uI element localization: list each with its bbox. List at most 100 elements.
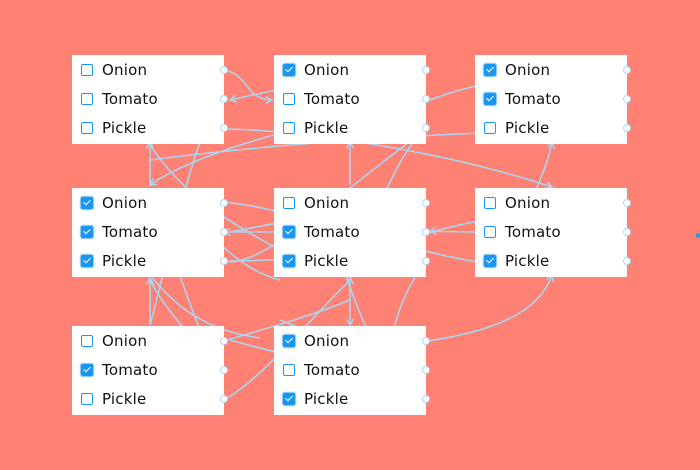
ingredient-card: Onion Tomato Pickle [475,188,631,277]
checkbox-onion[interactable] [283,63,295,76]
checkbox-onion[interactable] [81,196,93,209]
checkbox-tomato[interactable] [81,225,93,238]
connector-port[interactable] [422,256,430,265]
checkbox-tomato[interactable] [81,92,93,105]
ingredient-row-pickle[interactable]: Pickle [72,384,228,413]
connector-port[interactable] [422,365,430,374]
connector-port[interactable] [220,256,228,265]
connector-port[interactable] [623,94,631,103]
connector-port[interactable] [623,198,631,207]
label-pickle: Pickle [505,251,550,270]
checkbox-onion[interactable] [81,334,93,347]
connector-port[interactable] [220,365,228,374]
ingredient-row-onion[interactable]: Onion [274,188,430,217]
label-pickle: Pickle [102,251,147,270]
connector-port[interactable] [422,336,430,345]
connector-port[interactable] [623,227,631,236]
ingredient-row-onion[interactable]: Onion [72,326,228,355]
ingredient-row-onion[interactable]: Onion [274,55,430,84]
label-onion: Onion [304,331,350,350]
ingredient-card: Onion Tomato Pickle [72,55,228,144]
checkbox-onion[interactable] [484,63,496,76]
label-tomato: Tomato [304,360,360,379]
label-tomato: Tomato [505,89,561,108]
connector-port[interactable] [422,65,430,74]
ingredient-row-pickle[interactable]: Pickle [475,246,631,275]
checkbox-tomato[interactable] [283,92,295,105]
label-onion: Onion [102,193,148,212]
connector-port[interactable] [220,65,228,74]
ingredient-row-pickle[interactable]: Pickle [72,113,228,142]
connector-port[interactable] [220,227,228,236]
label-pickle: Pickle [304,389,349,408]
checkbox-pickle[interactable] [81,392,93,405]
ingredient-row-tomato[interactable]: Tomato [274,355,430,384]
label-onion: Onion [102,60,148,79]
connector-port[interactable] [623,123,631,132]
checkbox-onion[interactable] [283,196,295,209]
ingredient-row-onion[interactable]: Onion [475,55,631,84]
ingredient-row-pickle[interactable]: Pickle [274,384,430,413]
label-onion: Onion [102,331,148,350]
ingredient-row-pickle[interactable]: Pickle [475,113,631,142]
ingredient-row-onion[interactable]: Onion [72,188,228,217]
label-pickle: Pickle [102,389,147,408]
ingredient-card: Onion Tomato Pickle [274,188,430,277]
ingredient-card: Onion Tomato Pickle [72,188,228,277]
label-pickle: Pickle [505,118,550,137]
checkbox-pickle[interactable] [283,392,295,405]
checkbox-tomato[interactable] [484,225,496,238]
ingredient-row-tomato[interactable]: Tomato [475,217,631,246]
checkbox-pickle[interactable] [283,254,295,267]
ingredient-row-onion[interactable]: Onion [475,188,631,217]
ingredient-row-tomato[interactable]: Tomato [72,84,228,113]
connector-port[interactable] [220,123,228,132]
ingredient-row-tomato[interactable]: Tomato [72,217,228,246]
label-onion: Onion [304,60,350,79]
ingredient-row-tomato[interactable]: Tomato [274,217,430,246]
connector-port[interactable] [422,123,430,132]
ingredient-row-pickle[interactable]: Pickle [274,246,430,275]
checkbox-tomato[interactable] [283,225,295,238]
label-tomato: Tomato [505,222,561,241]
label-pickle: Pickle [304,118,349,137]
checkbox-onion[interactable] [484,196,496,209]
checkbox-onion[interactable] [283,334,295,347]
connector-port[interactable] [422,94,430,103]
ingredient-row-tomato[interactable]: Tomato [475,84,631,113]
checkbox-onion[interactable] [81,63,93,76]
checkbox-tomato[interactable] [81,363,93,376]
checkbox-tomato[interactable] [283,363,295,376]
ingredient-row-onion[interactable]: Onion [72,55,228,84]
checkbox-pickle[interactable] [81,121,93,134]
checkbox-pickle[interactable] [283,121,295,134]
connector-port[interactable] [220,198,228,207]
checkbox-pickle[interactable] [484,121,496,134]
connector-port[interactable] [422,198,430,207]
checkbox-pickle[interactable] [484,254,496,267]
ingredient-card: Onion Tomato Pickle [274,326,430,415]
label-pickle: Pickle [304,251,349,270]
connector-port[interactable] [220,394,228,403]
ingredient-row-tomato[interactable]: Tomato [72,355,228,384]
ingredient-card: Onion Tomato Pickle [274,55,430,144]
connector-port[interactable] [220,336,228,345]
label-onion: Onion [505,60,551,79]
label-tomato: Tomato [304,89,360,108]
ingredient-row-pickle[interactable]: Pickle [72,246,228,275]
connector-port[interactable] [220,94,228,103]
ingredient-row-pickle[interactable]: Pickle [274,113,430,142]
connector-port[interactable] [422,394,430,403]
checkbox-pickle[interactable] [81,254,93,267]
label-onion: Onion [505,193,551,212]
label-tomato: Tomato [304,222,360,241]
ingredient-card: Onion Tomato Pickle [475,55,631,144]
connector-port[interactable] [623,65,631,74]
label-tomato: Tomato [102,222,158,241]
ingredient-row-tomato[interactable]: Tomato [274,84,430,113]
ingredient-row-onion[interactable]: Onion [274,326,430,355]
connector-port[interactable] [422,227,430,236]
checkbox-tomato[interactable] [484,92,496,105]
connector-port[interactable] [623,256,631,265]
ingredient-card: Onion Tomato Pickle [72,326,228,415]
